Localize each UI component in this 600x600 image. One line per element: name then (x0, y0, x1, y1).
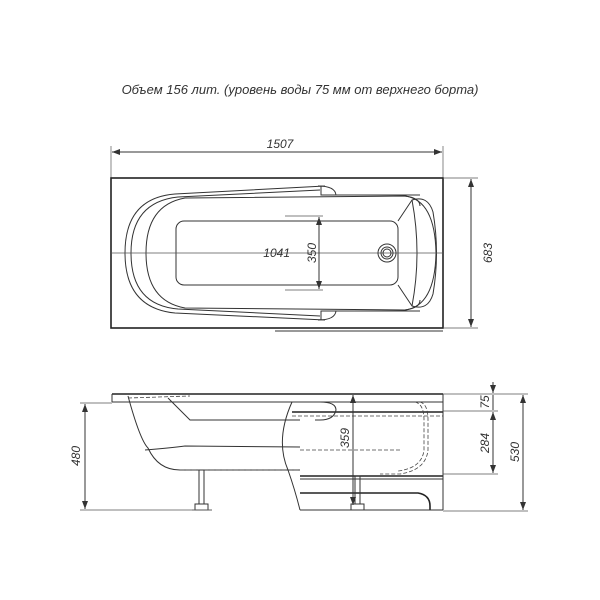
dimension-total-height: 530 (443, 395, 528, 512)
label-1041: 1041 (263, 246, 290, 260)
dimension-height-to-rim: 480 (69, 402, 212, 511)
label-350: 350 (305, 243, 319, 263)
label-75: 75 (478, 395, 492, 409)
leg-left (194, 469, 209, 511)
label-530: 530 (508, 442, 522, 462)
dimension-overall-length: 1507 (110, 137, 444, 178)
top-view: 1507 683 (110, 137, 495, 332)
label-480: 480 (69, 446, 83, 466)
dimension-overall-width: 683 (443, 177, 495, 329)
dimension-water-level: 75 284 (443, 382, 528, 475)
dimension-inner-width: 350 (285, 215, 323, 291)
dimension-depth: 359 (338, 395, 356, 505)
side-view: 480 359 75 284 530 (69, 382, 528, 512)
drain-icon (377, 243, 397, 263)
label-284: 284 (478, 433, 492, 454)
label-1507: 1507 (267, 137, 295, 151)
label-359: 359 (338, 428, 352, 448)
label-683: 683 (481, 243, 495, 263)
drawing-title: Объем 156 лит. (уровень воды 75 мм от ве… (121, 82, 479, 97)
